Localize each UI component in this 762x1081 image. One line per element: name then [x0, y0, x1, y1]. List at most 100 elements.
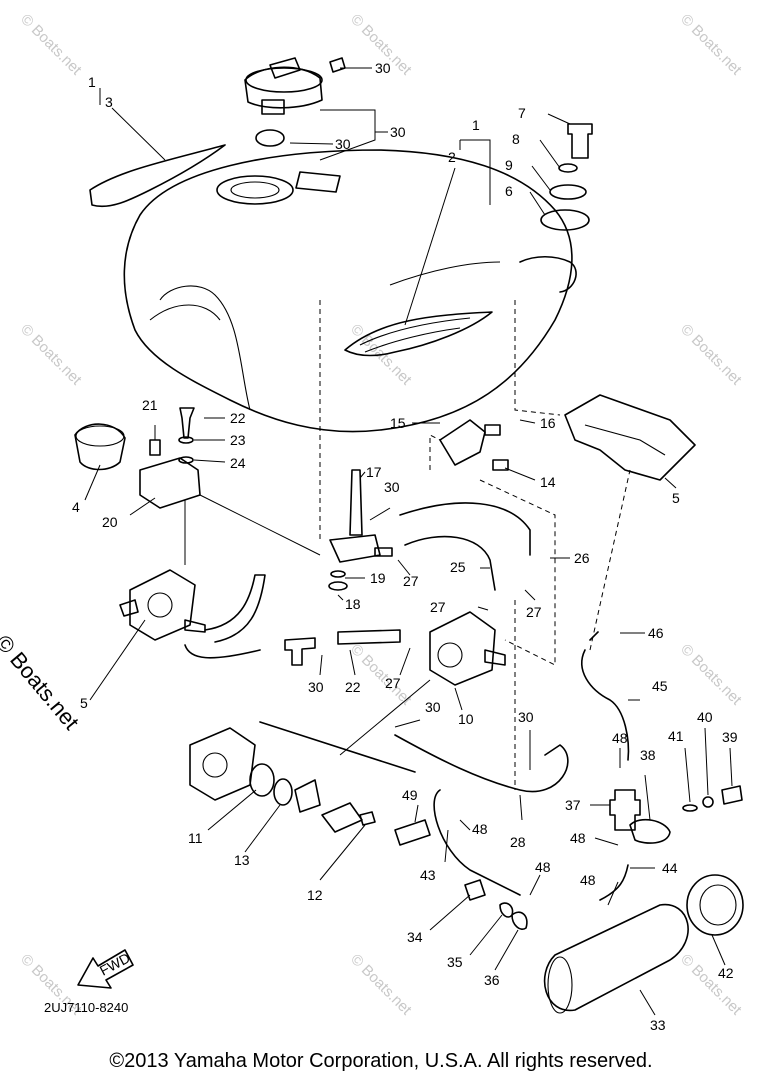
callout: 43 — [420, 867, 436, 883]
washer — [558, 163, 578, 173]
t-joint — [284, 637, 316, 666]
exploded-tie-line — [259, 721, 416, 773]
callout: 46 — [648, 625, 664, 641]
callout: 27 — [526, 604, 542, 620]
hose-47 — [589, 631, 599, 641]
drawing-code: 2UJ7110-8240 — [44, 1000, 129, 1015]
callout: 18 — [345, 596, 361, 612]
leader-lines — [84, 67, 733, 1016]
callout: 13 — [234, 852, 250, 868]
callout: 21 — [142, 397, 158, 413]
callout: 33 — [650, 1017, 666, 1033]
callout: 30 — [375, 60, 391, 76]
cover-plate — [321, 802, 363, 833]
damper — [540, 209, 590, 231]
callout: 34 — [407, 929, 423, 945]
rear-bracket — [564, 394, 696, 481]
callout: 30 — [518, 709, 534, 725]
callout: 20 — [102, 514, 118, 530]
callout: 5 — [672, 490, 680, 506]
washer-23 — [178, 436, 194, 444]
canister-cap — [686, 874, 744, 936]
canister — [543, 903, 689, 1014]
bolt-35 — [464, 879, 486, 901]
callout: 24 — [230, 455, 246, 471]
watermark-text: © Boats.net — [677, 951, 745, 1019]
callout: 48 — [472, 821, 488, 837]
callout: 30 — [308, 679, 324, 695]
callout: 41 — [668, 728, 684, 744]
fuel-hose-26 — [399, 502, 531, 556]
hose-45 — [599, 864, 629, 901]
pump-body — [189, 727, 256, 801]
callout: 19 — [370, 570, 386, 586]
callout: 27 — [385, 675, 401, 691]
callout: 11 — [188, 830, 203, 846]
valve-38 — [609, 789, 641, 831]
damper-37 — [511, 911, 528, 930]
collar-36 — [499, 902, 514, 918]
callout: 44 — [662, 860, 678, 876]
filter-18 — [328, 581, 348, 591]
copyright-notice: ©2013 Yamaha Motor Corporation, U.S.A. A… — [109, 1050, 653, 1072]
callout: 30 — [335, 136, 351, 152]
callout: 27 — [403, 573, 419, 589]
callout: 12 — [307, 887, 323, 903]
bolt-21 — [149, 439, 161, 456]
hose-elbow — [204, 574, 266, 643]
fuel-pump-left — [119, 569, 206, 641]
callout: 3 — [105, 94, 113, 110]
hose-lower — [184, 644, 261, 659]
callout: 39 — [722, 729, 738, 745]
callout: 27 — [430, 599, 446, 615]
tank-decal — [89, 144, 226, 208]
fuel-pump — [429, 611, 506, 686]
callout: 25 — [450, 559, 466, 575]
callout: 48 — [535, 859, 551, 875]
oring-13 — [273, 778, 293, 806]
callout: 23 — [230, 432, 246, 448]
watermark-text: © Boats.net — [677, 641, 745, 709]
watermark-text: © Boats.net — [17, 321, 85, 389]
callout: 22 — [230, 410, 246, 426]
callout: 35 — [447, 954, 463, 970]
callout: 48 — [580, 872, 596, 888]
watermark-text: © Boats.net — [347, 951, 415, 1019]
callout: 38 — [640, 747, 656, 763]
fuel-tank — [123, 149, 577, 433]
clamp-49 — [394, 819, 431, 846]
fuel-hose-25 — [404, 535, 496, 591]
callout: 1 — [88, 74, 96, 90]
callout: 6 — [505, 183, 513, 199]
callout: 7 — [518, 105, 526, 121]
callout: 49 — [402, 787, 418, 803]
bracket-39 — [629, 818, 671, 844]
callout-labels: 30 30 30 1 3 1 2 7 8 9 6 5 15 16 14 21 2… — [72, 60, 738, 1033]
callout: 15 — [390, 415, 406, 431]
washer-24 — [178, 456, 194, 464]
callout: 4 — [72, 499, 80, 515]
callout: 1 — [472, 117, 480, 133]
hose-46 — [433, 789, 521, 896]
callout: 17 — [366, 464, 382, 480]
callout: 36 — [484, 972, 500, 988]
washer-41 — [702, 796, 714, 808]
callout: 30 — [425, 699, 441, 715]
callout: 28 — [510, 834, 526, 850]
callout: 37 — [565, 797, 581, 813]
callout: 9 — [505, 157, 513, 173]
bolt-22 — [179, 407, 195, 439]
callout: 10 — [458, 711, 474, 727]
callout: 48 — [570, 830, 586, 846]
watermark-text: © Boats.net — [17, 11, 85, 79]
callout: 30 — [390, 124, 406, 140]
dashed-guides — [319, 300, 631, 790]
fwd-arrow: FWD — [77, 949, 134, 989]
callout: 45 — [652, 678, 668, 694]
cap-gasket — [255, 129, 285, 147]
bolt-16 — [484, 424, 501, 436]
cap-screw — [329, 57, 346, 73]
watermark-text: © Boats.net — [677, 11, 745, 79]
callout: 14 — [540, 474, 556, 490]
screw-12 — [359, 811, 376, 826]
